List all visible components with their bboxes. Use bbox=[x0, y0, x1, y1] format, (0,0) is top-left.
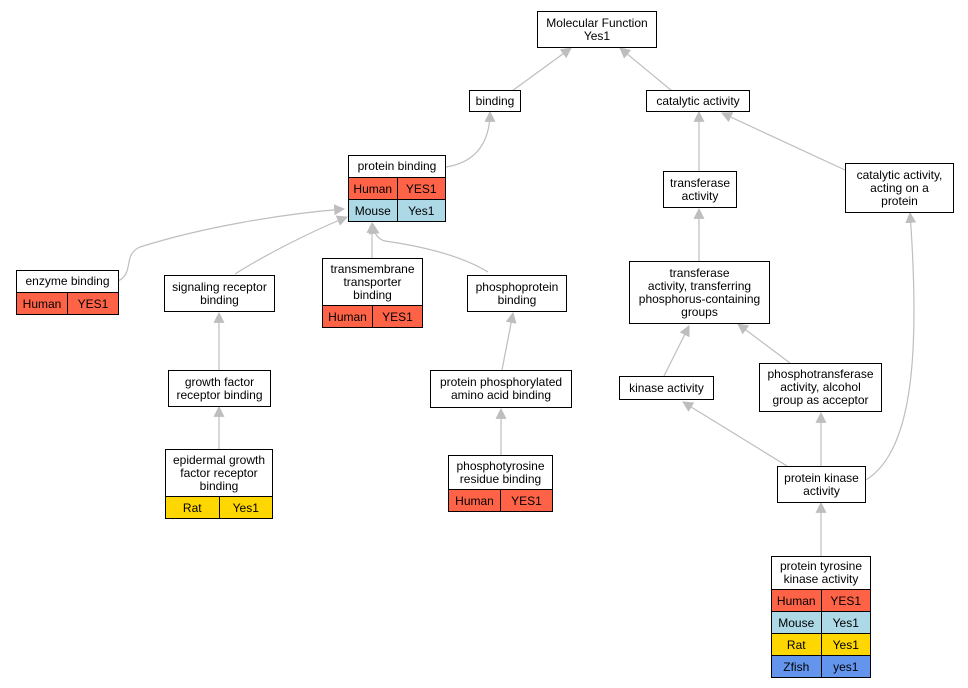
node-label: catalytic activity bbox=[656, 93, 740, 108]
species-row-human: Human YES1 bbox=[449, 489, 552, 511]
gene-cell: Yes1 bbox=[820, 634, 871, 655]
node-label: kinase activity bbox=[629, 380, 704, 395]
edge-kinase-to-transferase-p bbox=[663, 325, 690, 377]
gene-cell: yes1 bbox=[820, 656, 871, 677]
species-row-mouse: Mouse Yes1 bbox=[349, 199, 445, 221]
species-cell: Human bbox=[22, 296, 62, 311]
node-label: protein kinase activity bbox=[784, 470, 859, 498]
edge-pkinase-to-kinase bbox=[682, 401, 788, 467]
species-row-rat: Rat Yes1 bbox=[166, 496, 272, 518]
node-label: growth factor receptor binding bbox=[176, 374, 263, 402]
gene-cell: Yes1 bbox=[396, 200, 446, 221]
node-label: transmembrane transporter binding bbox=[330, 261, 415, 302]
gene-cell: Yes1 bbox=[218, 497, 273, 518]
node-molecular-function[interactable]: Molecular Function Yes1 bbox=[537, 11, 657, 48]
edge-pkinase-to-cat-protein bbox=[854, 211, 917, 486]
gene-cell: YES1 bbox=[372, 306, 422, 327]
node-label: transferase activity bbox=[669, 175, 731, 203]
edge-binding-to-mf bbox=[511, 47, 572, 92]
species-row-zfish: Zfish yes1 bbox=[772, 655, 870, 677]
node-label: catalytic activity, acting on a protein bbox=[856, 167, 943, 208]
gene-cell: YES1 bbox=[820, 590, 871, 611]
species-cell: Human bbox=[328, 309, 367, 324]
gene-cell: YES1 bbox=[396, 178, 446, 199]
edge-enzyme-binding-to-protein-binding bbox=[117, 204, 346, 282]
edge-signaling-to-protein-binding bbox=[234, 215, 349, 275]
node-label: transferase activity, transferring phosp… bbox=[638, 265, 761, 319]
node-label: protein phosphorylated amino acid bindin… bbox=[439, 375, 563, 402]
node-phosphotransferase-activity[interactable]: phosphotransferase activity, alcohol gro… bbox=[759, 363, 882, 412]
species-cell: Zfish bbox=[783, 659, 810, 674]
node-growth-factor-receptor-binding[interactable]: growth factor receptor binding bbox=[168, 370, 271, 407]
node-label: signaling receptor binding bbox=[172, 279, 267, 307]
node-transferase-activity[interactable]: transferase activity bbox=[663, 171, 737, 208]
edge-phospho-aa-to-phosphoprotein bbox=[501, 311, 517, 371]
node-kinase-activity[interactable]: kinase activity bbox=[619, 376, 714, 400]
node-label: protein tyrosine kinase activity bbox=[779, 559, 863, 586]
node-binding[interactable]: binding bbox=[469, 90, 521, 112]
node-catalytic-activity-acting-on-protein[interactable]: catalytic activity, acting on a protein bbox=[845, 163, 954, 213]
node-catalytic-activity[interactable]: catalytic activity bbox=[646, 90, 750, 112]
edge-catalytic-to-mf bbox=[619, 47, 673, 92]
gene-cell: Yes1 bbox=[820, 612, 871, 633]
node-signaling-receptor-binding[interactable]: signaling receptor binding bbox=[164, 275, 275, 312]
gene-cell: YES1 bbox=[67, 293, 118, 314]
edge-cat-protein-to-catalytic bbox=[721, 112, 846, 171]
node-phosphoprotein-binding[interactable]: phosphoprotein binding bbox=[467, 275, 567, 312]
species-row-human: Human YES1 bbox=[17, 292, 118, 314]
node-label: binding bbox=[475, 93, 515, 108]
gene-cell: YES1 bbox=[500, 490, 552, 511]
species-row-rat: Rat Yes1 bbox=[772, 633, 870, 655]
species-cell: Human bbox=[353, 181, 393, 196]
node-label: phosphotyrosine residue binding bbox=[456, 458, 545, 486]
species-cell: Rat bbox=[786, 637, 806, 652]
node-label: protein binding bbox=[357, 159, 437, 173]
node-protein-phosphorylated-amino-acid-binding[interactable]: protein phosphorylated amino acid bindin… bbox=[430, 370, 572, 408]
node-label: phosphoprotein binding bbox=[475, 279, 559, 307]
node-protein-kinase-activity[interactable]: protein kinase activity bbox=[777, 466, 866, 503]
node-label: phosphotransferase activity, alcohol gro… bbox=[767, 367, 874, 407]
species-cell: Human bbox=[776, 593, 816, 608]
species-cell: Human bbox=[455, 493, 494, 508]
species-cell: Mouse bbox=[354, 203, 391, 218]
node-transferase-activity-phosphorus[interactable]: transferase activity, transferring phosp… bbox=[629, 261, 770, 324]
species-row-human: Human YES1 bbox=[772, 589, 870, 611]
edge-protein-binding-to-binding bbox=[445, 110, 496, 168]
node-label: Molecular Function Yes1 bbox=[546, 15, 648, 43]
species-row-human: Human YES1 bbox=[323, 305, 422, 327]
species-row-mouse: Mouse Yes1 bbox=[772, 611, 870, 633]
node-label: epidermal growth factor receptor binding bbox=[172, 452, 266, 493]
edge-phosphoprotein-to-protein-binding bbox=[368, 222, 489, 273]
edge-phosphotransferase-to-transferase-p bbox=[737, 323, 791, 364]
node-label: enzyme binding bbox=[25, 274, 110, 288]
node-epidermal-growth-factor-receptor-binding[interactable]: epidermal growth factor receptor binding… bbox=[165, 449, 273, 519]
species-cell: Mouse bbox=[778, 615, 815, 630]
species-cell: Rat bbox=[182, 500, 202, 515]
